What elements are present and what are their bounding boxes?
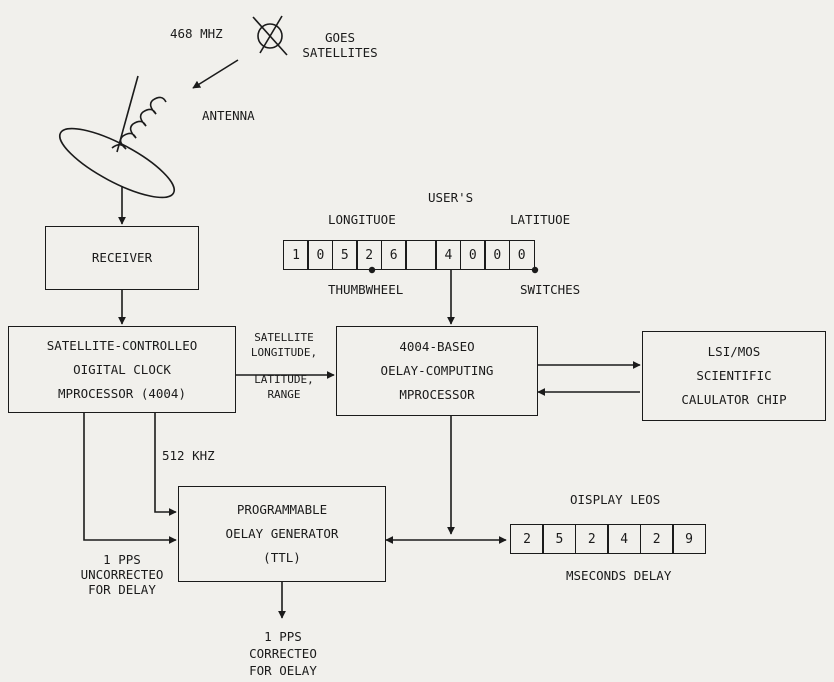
clock-line: OIGITAL CLOCK: [73, 361, 171, 377]
uncorrected-line: FOR DELAY: [88, 582, 156, 597]
clock-rate-label: 512 kHz: [162, 448, 215, 463]
display-digit: 2: [639, 524, 674, 554]
thumbwheel-digit[interactable]: 0: [307, 240, 334, 270]
display-digit: 2: [574, 524, 609, 554]
link-line: LONGITUDE,: [250, 346, 318, 359]
antenna-label: ANTENNA: [202, 108, 255, 123]
generator-line: (TTL): [263, 550, 301, 565]
latitude-label: LATITUOE: [510, 212, 571, 227]
link-labels: SATELLITE LONGITUDE, LATITUDE, RANGE: [236, 330, 332, 402]
thumbwheel-digit[interactable]: 6: [380, 240, 407, 270]
uncorrected-output-label: 1 PPS UNCORRECTEO FOR DELAY: [62, 552, 182, 597]
link-line: LATITUDE,: [254, 373, 314, 386]
satellite-name-line: SATELLITES: [302, 45, 378, 60]
computer-line: µPROCESSOR: [399, 387, 475, 402]
calculator-line: CALULATOR CHIP: [681, 392, 787, 407]
thumbwheel-switch-row: 1 0 5 2 6 4 0 0 0: [283, 240, 535, 270]
link-line: RANGE: [267, 388, 301, 401]
clock-line: µPROCESSOR (4004): [58, 385, 186, 401]
corrected-output-label: 1 PPS CORRECTEO FOR OELAY: [228, 628, 338, 679]
longitude-decimal-dot: [368, 266, 376, 274]
satellite-clock-block: SATELLITE-CONTROLLEO OIGITAL CLOCK µPROC…: [8, 326, 236, 413]
thumbwheel-digit[interactable]: 2: [356, 240, 383, 270]
computer-line: 4004-BASEO: [399, 339, 475, 354]
display-digit: 4: [607, 524, 642, 554]
clock-line: SATELLITE-CONTROLLEO: [46, 337, 198, 353]
calculator-line: SCIENTIFIC: [696, 368, 772, 383]
thumbwheel-digit[interactable]: 0: [484, 240, 511, 270]
display-digit: 5: [542, 524, 577, 554]
satellite-icon: [252, 15, 288, 56]
display-digit: 2: [510, 524, 544, 554]
display-led-row: 2 5 2 4 2 9: [510, 524, 707, 554]
satellite-name: GOES SATELLITES: [290, 30, 390, 60]
display-title: OISPLAY LEOS: [570, 492, 661, 507]
delay-generator-block: PROGRAMMABLE OELAY GENERATOR (TTL): [178, 486, 386, 582]
thumbwheel-digit[interactable]: 0: [508, 240, 535, 270]
link-line: SATELLITE: [254, 331, 314, 344]
generator-line: OELAY GENERATOR: [225, 526, 339, 541]
corrected-line: CORRECTEO: [249, 646, 317, 661]
latitude-decimal-dot: [531, 266, 539, 274]
rf-link-arrow: [192, 59, 239, 89]
uncorrected-line: UNCORRECTEO: [80, 567, 164, 582]
longitude-label: LONGITUOE: [328, 212, 396, 227]
calculator-line: LSI/MOS: [707, 344, 761, 359]
receiver-label: RECEIVER: [91, 250, 153, 265]
clock-1pps-to-generator: [83, 413, 177, 544]
receiver-block: RECEIVER: [45, 226, 199, 290]
calculator-chip-block: LSI/MOS SCIENTIFIC CALULATOR CHIP: [642, 331, 826, 421]
clock-512khz-to-generator: [154, 413, 177, 516]
thumbwheel-spacer: [405, 240, 438, 270]
display-digit: 9: [672, 524, 707, 554]
thumbwheel-digit[interactable]: 1: [283, 240, 309, 270]
thumbwheel-digit[interactable]: 0: [459, 240, 486, 270]
corrected-line: 1 PPS: [264, 629, 302, 644]
computer-line: OELAY-COMPUTING: [380, 363, 494, 378]
thumbwheel-digit[interactable]: 4: [435, 240, 462, 270]
antenna-icon: [58, 75, 176, 199]
display-caption: µSECONDS DELAY: [566, 568, 672, 583]
corrected-line: FOR OELAY: [249, 663, 317, 678]
thumbwheel-digit[interactable]: 5: [331, 240, 358, 270]
generator-line: PROGRAMMABLE: [236, 502, 328, 517]
uncorrected-line: 1 PPS: [103, 552, 141, 567]
frequency-label: 468 MHz: [170, 26, 223, 41]
switches-label: SWITCHES: [520, 282, 581, 297]
delay-computing-block: 4004-BASEO OELAY-COMPUTING µPROCESSOR: [336, 326, 538, 416]
thumbwheel-label: THUMBWHEEL: [328, 282, 404, 297]
user-label: USER'S: [428, 190, 474, 205]
satellite-name-line: GOES: [324, 30, 356, 45]
